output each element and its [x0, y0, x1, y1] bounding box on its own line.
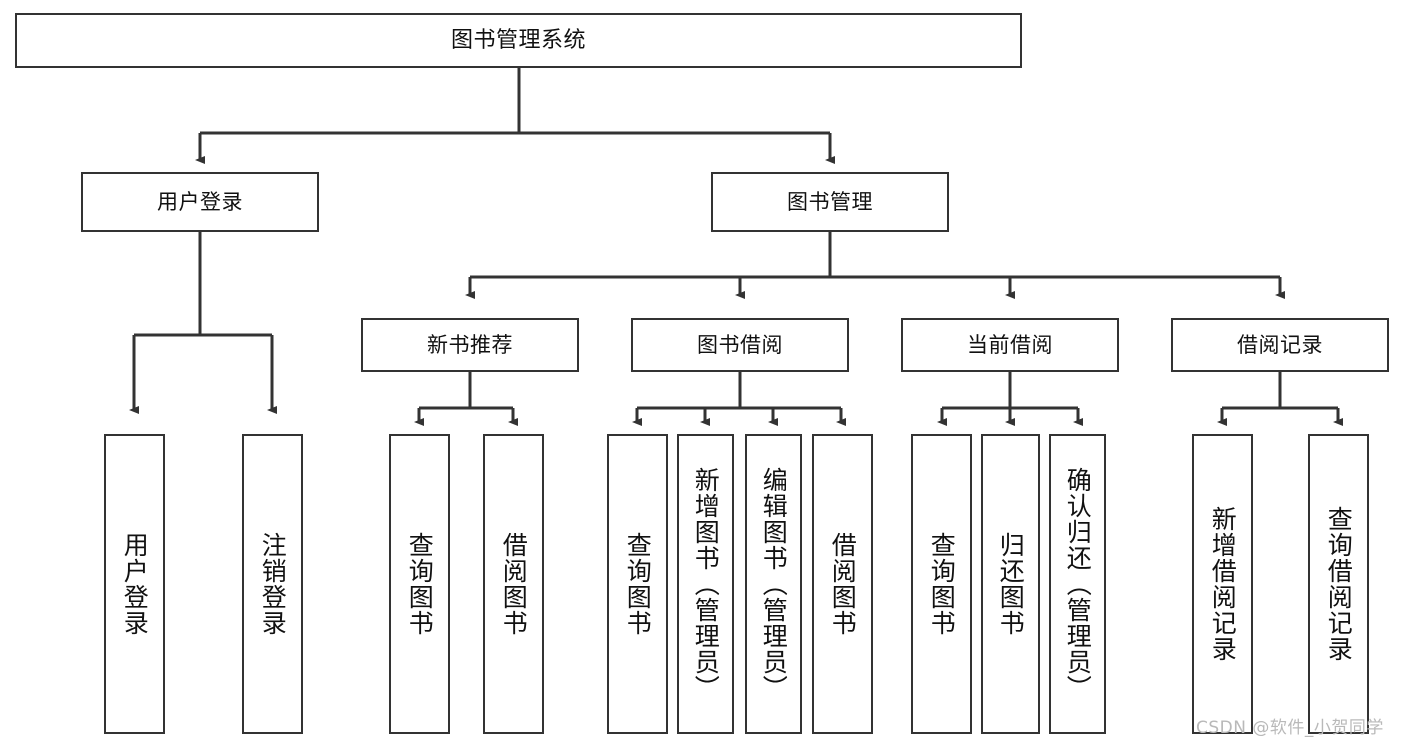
leaf-user-login-signin[interactable]: 用户登录: [104, 434, 165, 734]
leaf-borrow-query-book[interactable]: 查询图书: [607, 434, 668, 734]
leaf-current-return-book-label: 归还图书: [996, 532, 1026, 636]
leaf-user-login-signout[interactable]: 注销登录: [242, 434, 303, 734]
node-root[interactable]: 图书管理系统: [15, 13, 1022, 68]
leaf-borrow-borrow-book[interactable]: 借阅图书: [812, 434, 873, 734]
leaf-recommend-borrow-book-label: 借阅图书: [499, 532, 529, 636]
leaf-recommend-query-book-label: 查询图书: [405, 532, 435, 636]
leaf-recommend-query-book[interactable]: 查询图书: [389, 434, 450, 734]
node-book-management[interactable]: 图书管理: [711, 172, 949, 232]
leaf-borrow-borrow-book-label: 借阅图书: [828, 532, 858, 636]
node-current-borrow-label: 当前借阅: [967, 332, 1053, 357]
node-root-label: 图书管理系统: [450, 27, 586, 53]
leaf-borrow-add-book[interactable]: 新增图书（管理员）: [677, 434, 734, 734]
node-borrow-record-label: 借阅记录: [1237, 332, 1323, 357]
leaf-record-add-record-label: 新增借阅记录: [1208, 506, 1238, 662]
node-book-borrow-label: 图书借阅: [697, 332, 783, 357]
leaf-user-login-signin-label: 用户登录: [120, 532, 150, 636]
leaf-borrow-query-book-label: 查询图书: [623, 532, 653, 636]
leaf-current-query-book-label: 查询图书: [927, 532, 957, 636]
node-new-book-recommend-label: 新书推荐: [427, 332, 513, 357]
node-user-login-label: 用户登录: [157, 189, 243, 214]
leaf-current-query-book[interactable]: 查询图书: [911, 434, 972, 734]
leaf-record-add-record[interactable]: 新增借阅记录: [1192, 434, 1253, 734]
leaf-current-confirm-return[interactable]: 确认归还（管理员）: [1049, 434, 1106, 734]
node-new-book-recommend[interactable]: 新书推荐: [361, 318, 579, 372]
leaf-current-return-book[interactable]: 归还图书: [981, 434, 1040, 734]
leaf-borrow-add-book-label: 新增图书（管理员）: [691, 467, 721, 701]
leaf-borrow-edit-book-label: 编辑图书（管理员）: [759, 467, 789, 701]
leaf-user-login-signout-label: 注销登录: [258, 532, 288, 636]
leaf-record-query-record-label: 查询借阅记录: [1324, 506, 1354, 662]
node-book-borrow[interactable]: 图书借阅: [631, 318, 849, 372]
csdn-watermark: CSDN @软件_小贺同学: [1196, 718, 1384, 738]
node-user-login[interactable]: 用户登录: [81, 172, 319, 232]
leaf-borrow-edit-book[interactable]: 编辑图书（管理员）: [745, 434, 802, 734]
node-current-borrow[interactable]: 当前借阅: [901, 318, 1119, 372]
node-book-management-label: 图书管理: [787, 189, 873, 214]
leaf-recommend-borrow-book[interactable]: 借阅图书: [483, 434, 544, 734]
node-borrow-record[interactable]: 借阅记录: [1171, 318, 1389, 372]
leaf-record-query-record[interactable]: 查询借阅记录: [1308, 434, 1369, 734]
leaf-current-confirm-return-label: 确认归还（管理员）: [1063, 467, 1093, 701]
